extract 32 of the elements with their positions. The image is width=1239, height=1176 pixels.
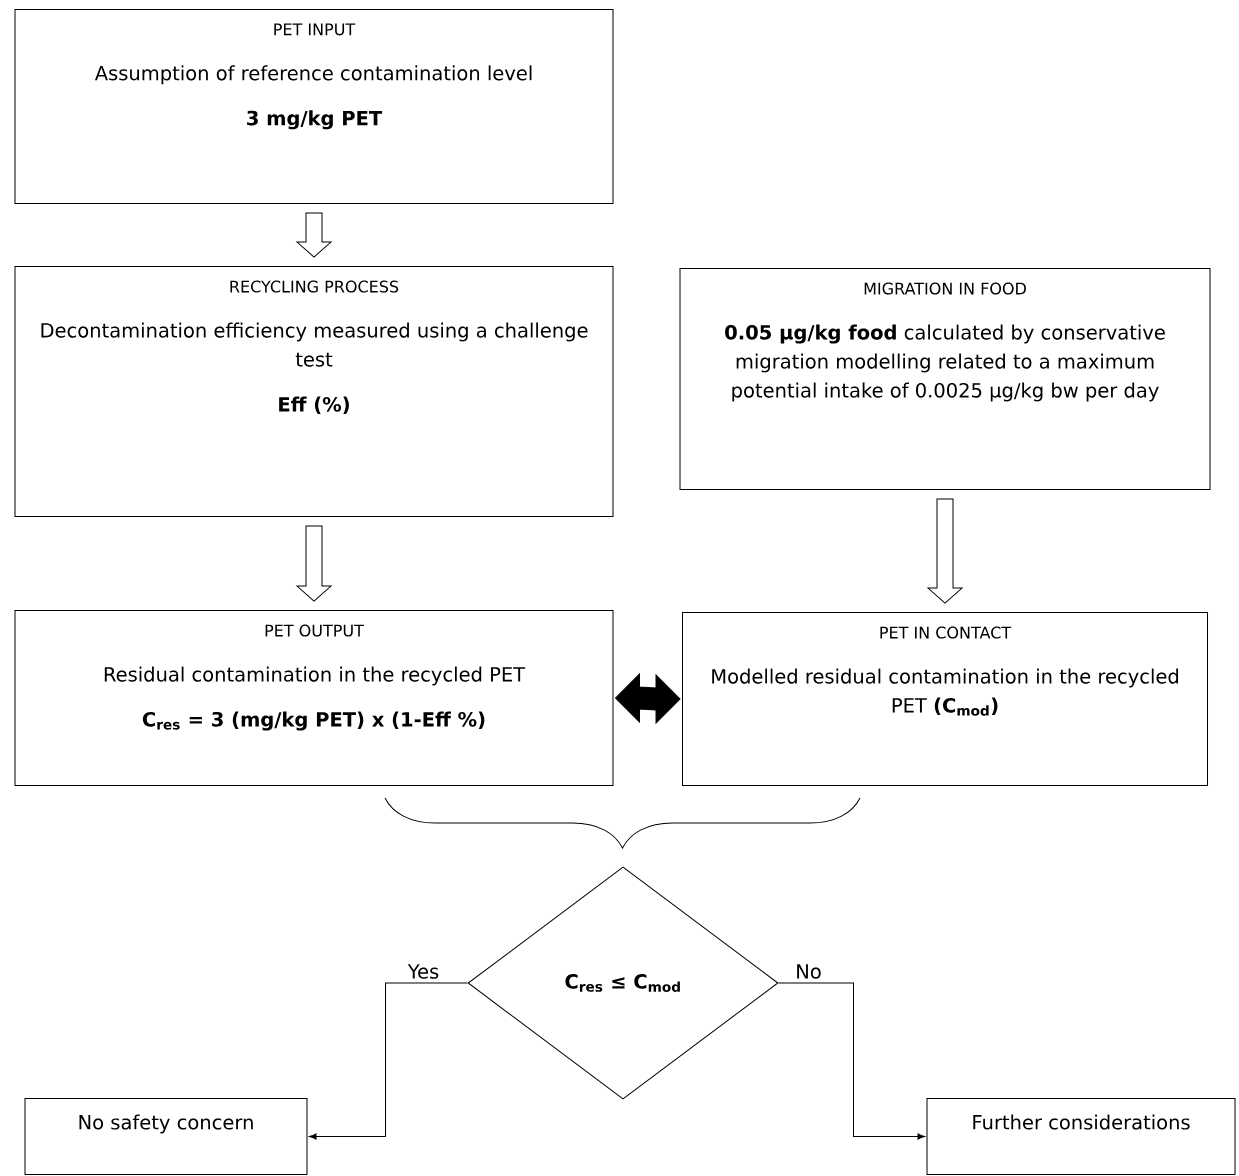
process-box	[14, 9, 614, 204]
block-arrow	[615, 673, 681, 724]
process-box	[14, 610, 614, 786]
box-text: No safety concern	[79, 1114, 253, 1134]
box-text: C$_{res}$ ≤ C$_{mod}$	[565, 974, 680, 992]
decision-diamond	[467, 866, 779, 1100]
arrow	[309, 982, 468, 1140]
heading: PET OUTPUT	[265, 624, 364, 637]
value-text: C$_{res}$ = 3 (mg/kg PET) x (1-Eff %)	[142, 711, 485, 731]
heading: PET INPUT	[274, 23, 356, 36]
process-box	[14, 266, 614, 517]
heading: RECYCLING PROCESS	[230, 280, 399, 293]
value-text: 3 mg/kg PET	[247, 110, 383, 130]
body-text: Residual contamination in the recycled PET	[104, 666, 526, 686]
heading: PET IN CONTACT	[880, 626, 1012, 639]
block-arrow	[927, 498, 963, 604]
arrow	[778, 982, 925, 1140]
process-box	[682, 612, 1208, 786]
body-text: Decontamination efficiency measured using a challenge test	[41, 322, 588, 367]
value-text: Eff (%)	[279, 396, 349, 414]
process-box	[926, 1098, 1236, 1175]
block-arrow	[296, 525, 332, 602]
heading: MIGRATION IN FOOD	[864, 282, 1026, 295]
block-arrow	[296, 212, 332, 258]
process-box	[24, 1098, 308, 1175]
body-text: 0.05 µg/kg food calculated by conservative migration modelling related to a maximum potential intake of 0.0025 µg/kg bw per day	[725, 324, 1165, 402]
edge-label: No	[797, 964, 821, 979]
body-text: Assumption of reference contamination level	[94, 65, 532, 85]
process-box	[679, 268, 1211, 490]
body-text: Modelled residual contamination in the recycled PET (C$_{mod}$)	[712, 668, 1178, 716]
edge-label: Yes	[407, 964, 439, 979]
box-text: Further considerations	[973, 1114, 1190, 1130]
